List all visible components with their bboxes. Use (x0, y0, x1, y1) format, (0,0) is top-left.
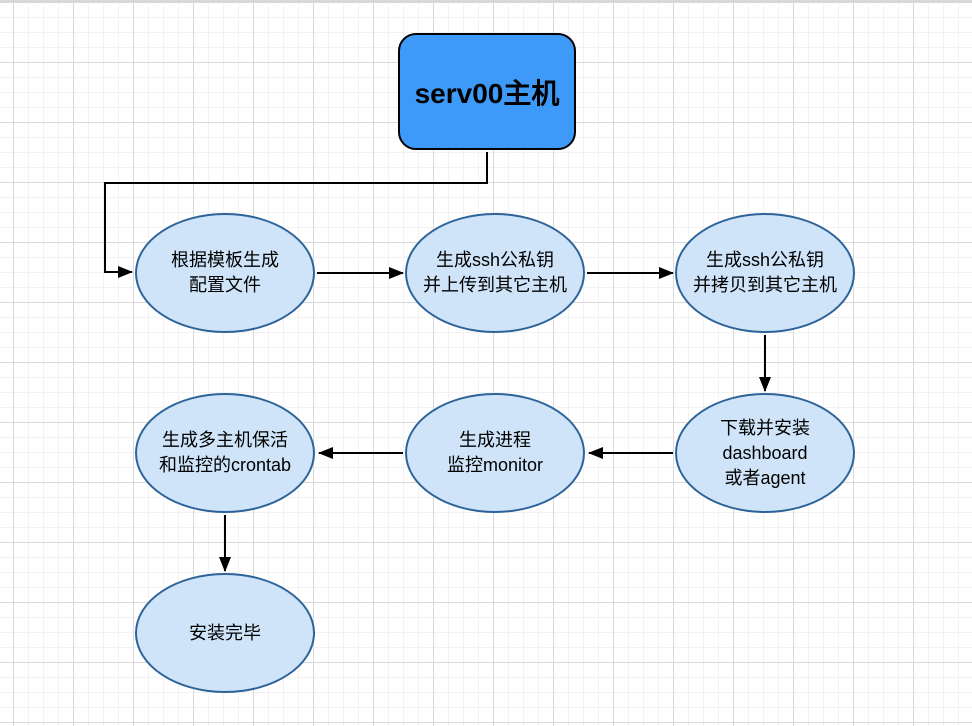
node-generate-config[interactable]: 根据模板生成 配置文件 (135, 213, 315, 333)
node-ssh-keys-upload-label: 生成ssh公私钥 并上传到其它主机 (423, 250, 567, 295)
node-generate-config-label: 根据模板生成 配置文件 (171, 250, 279, 295)
node-process-monitor[interactable]: 生成进程 监控monitor (405, 393, 585, 513)
node-install-dashboard-agent[interactable]: 下载并安装 dashboard 或者agent (675, 393, 855, 513)
node-ssh-keys-copy-label: 生成ssh公私钥 并拷贝到其它主机 (693, 250, 837, 295)
node-install-complete-label: 安装完毕 (189, 622, 261, 643)
node-install-complete[interactable]: 安装完毕 (135, 573, 315, 693)
node-keepalive-crontab-label: 生成多主机保活 和监控的crontab (158, 430, 292, 475)
node-serv00-host[interactable]: serv00主机 (398, 33, 576, 150)
node-serv00-host-label: serv00主机 (414, 77, 560, 109)
node-install-dashboard-agent-label: 下载并安装 dashboard 或者agent (720, 417, 810, 488)
node-ssh-keys-upload[interactable]: 生成ssh公私钥 并上传到其它主机 (405, 213, 585, 333)
connector-root-to-step1[interactable] (104, 152, 488, 278)
node-ssh-keys-copy[interactable]: 生成ssh公私钥 并拷贝到其它主机 (675, 213, 855, 333)
node-process-monitor-label: 生成进程 监控monitor (446, 430, 544, 475)
node-keepalive-crontab[interactable]: 生成多主机保活 和监控的crontab (135, 393, 315, 513)
window-edge (0, 0, 972, 3)
